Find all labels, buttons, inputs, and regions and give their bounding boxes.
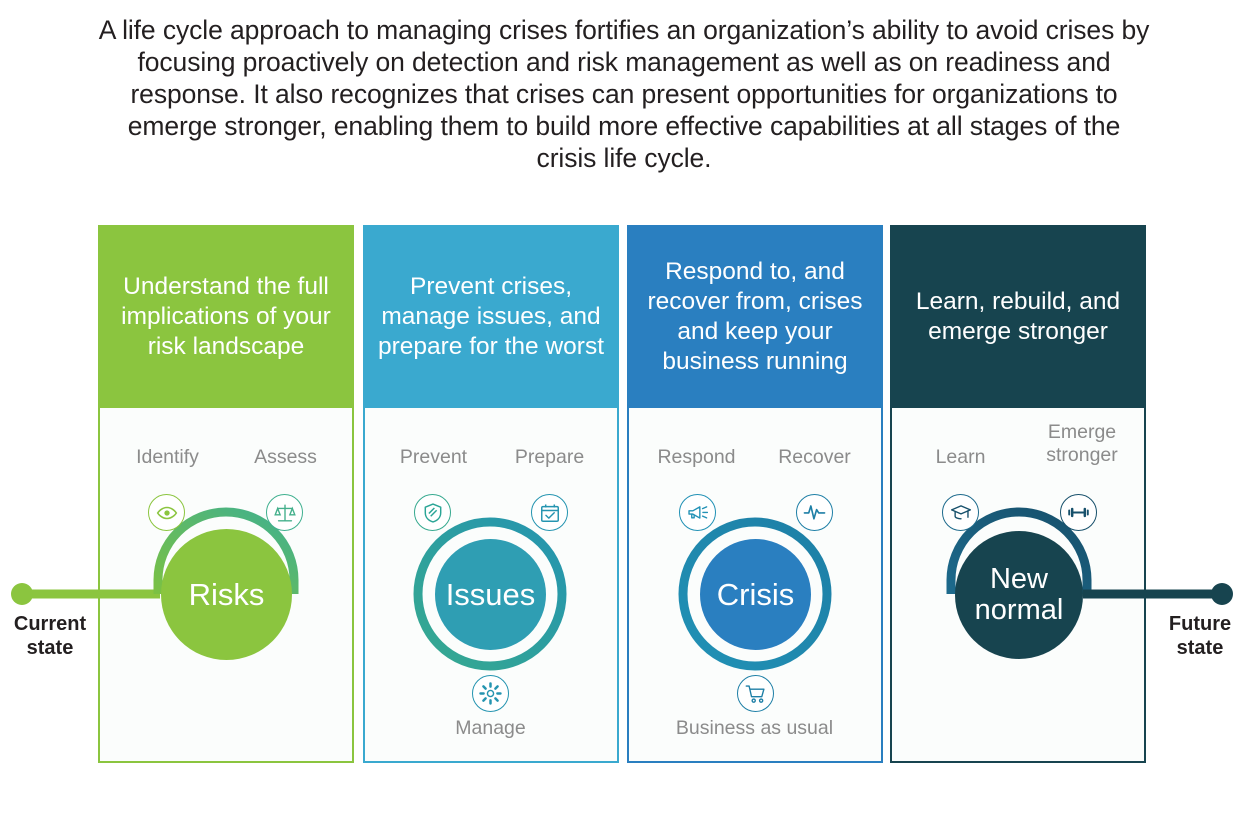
node-label-recover: Recover	[778, 446, 851, 468]
calendar-check-icon[interactable]	[531, 494, 568, 531]
megaphone-icon[interactable]	[679, 494, 716, 531]
node-label-manage: Manage	[455, 717, 526, 739]
dumbbell-icon[interactable]	[1060, 494, 1097, 531]
core-new-normal: New normal	[955, 531, 1083, 659]
node-label-prepare: Prepare	[514, 446, 585, 468]
intro-paragraph: A life cycle approach to managing crises…	[98, 15, 1150, 173]
scales-icon[interactable]	[266, 494, 303, 531]
lifecycle-nodes: Identify Assess Prevent	[0, 200, 1248, 818]
stage-header-issues: Prevent crises, manage issues, and prepa…	[363, 225, 619, 408]
stage-column-crisis: Respond to, and recover from, crises and…	[627, 225, 883, 763]
node-label-business-as-usual: Business as usual	[675, 717, 834, 739]
node-label-identify: Identify	[136, 446, 199, 468]
node-label-assess: Assess	[254, 446, 317, 468]
node-label-learn: Learn	[935, 446, 986, 468]
stage-header-crisis: Respond to, and recover from, crises and…	[627, 225, 883, 408]
node-label-respond: Respond	[657, 446, 736, 468]
crisis-lifecycle-diagram: Understand the full implications of your…	[0, 200, 1248, 818]
stage-column-new-normal: Learn, rebuild, and emerge stronger	[890, 225, 1146, 763]
shield-icon[interactable]	[414, 494, 451, 531]
core-new-normal-line2: normal	[974, 594, 1064, 626]
current-state-label: Current state	[0, 612, 110, 660]
core-new-normal-line1: New	[989, 562, 1048, 595]
node-label-emerge-stronger: Emerge stronger	[1046, 421, 1118, 466]
gear-icon[interactable]	[472, 675, 509, 712]
stage-header-new-normal: Learn, rebuild, and emerge stronger	[890, 225, 1146, 408]
current-state-label-line1: Current	[13, 613, 87, 635]
pulse-icon[interactable]	[796, 494, 833, 531]
eye-icon[interactable]	[148, 494, 185, 531]
graduation-cap-icon[interactable]	[942, 494, 979, 531]
future-state-label: Future state	[1140, 612, 1248, 660]
core-crisis: Crisis	[700, 539, 811, 650]
lifecycle-cores: Risks Issues Crisis New normal	[0, 200, 1248, 818]
core-issues: Issues	[435, 539, 546, 650]
future-state-label-line1: Future	[1168, 613, 1232, 635]
node-label-prevent: Prevent	[399, 446, 468, 468]
stage-header-risks: Understand the full implications of your…	[98, 225, 354, 408]
shopping-cart-icon[interactable]	[737, 675, 774, 712]
current-state-label-line2: state	[26, 637, 74, 659]
core-risks: Risks	[161, 529, 292, 660]
future-state-label-line2: state	[1176, 637, 1224, 659]
